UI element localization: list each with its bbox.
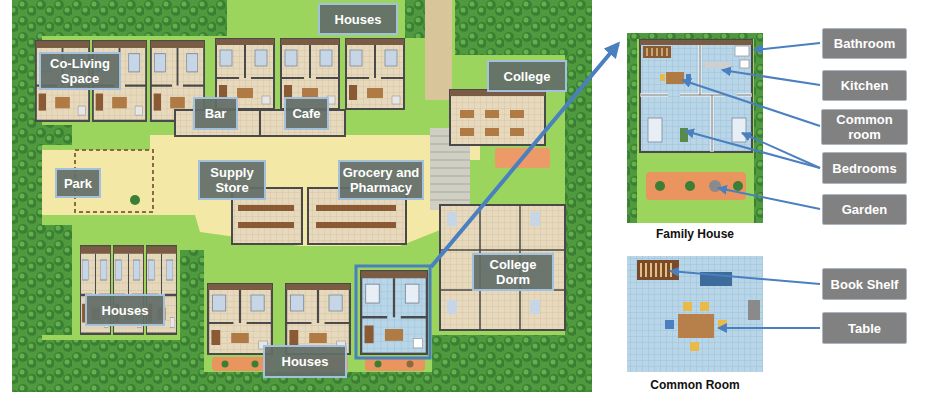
picture-caption: Common Room — [650, 378, 739, 392]
map-ground — [12, 0, 592, 392]
label-text: Bar — [205, 106, 227, 121]
callout-label: Kitchen — [822, 70, 907, 101]
location-label: Houses — [318, 3, 398, 35]
label-text: Grocery and Pharmacy — [342, 165, 420, 195]
callout-label: Table — [822, 312, 907, 344]
callout-label: Bedrooms — [822, 152, 907, 184]
callout-label: Book Shelf — [822, 268, 907, 300]
label-text: Cafe — [292, 106, 320, 121]
callout-label: Common room — [821, 109, 908, 145]
location-label: Houses — [85, 294, 165, 326]
callout-label: Bathroom — [822, 28, 907, 59]
label-text: Co-Living Space — [43, 56, 117, 86]
label-text: Park — [64, 176, 92, 191]
location-label: Supply Store — [198, 160, 266, 200]
label-text: Bedrooms — [832, 161, 896, 176]
label-text: Book Shelf — [831, 277, 899, 292]
label-text: Houses — [282, 354, 329, 369]
picture-caption: Family House — [656, 227, 734, 241]
callout-label: Garden — [822, 194, 907, 225]
label-text: Kitchen — [841, 78, 889, 93]
highlight-and-zoom-arrow — [356, 44, 618, 358]
location-label: Houses — [263, 345, 347, 378]
label-text: College Dorm — [476, 257, 550, 287]
label-text: College — [504, 69, 551, 84]
label-text: Common room — [825, 112, 904, 142]
location-label: Co-Living Space — [39, 52, 121, 90]
location-label: Bar — [193, 97, 238, 130]
label-text: Houses — [102, 303, 149, 318]
label-text: Supply Store — [202, 165, 262, 195]
location-label: College — [487, 60, 567, 92]
buildings — [36, 39, 565, 354]
forest — [12, 0, 592, 392]
location-label: Cafe — [284, 97, 329, 130]
label-text: Table — [848, 321, 881, 336]
label-text: Bathroom — [834, 36, 895, 51]
location-label: Park — [55, 168, 101, 198]
label-text: Houses — [335, 12, 382, 27]
leader-arrows — [670, 43, 820, 328]
family-house-picture — [627, 33, 763, 223]
location-label: Grocery and Pharmacy — [338, 160, 424, 200]
label-text: Garden — [842, 202, 888, 217]
location-label: College Dorm — [472, 253, 554, 291]
